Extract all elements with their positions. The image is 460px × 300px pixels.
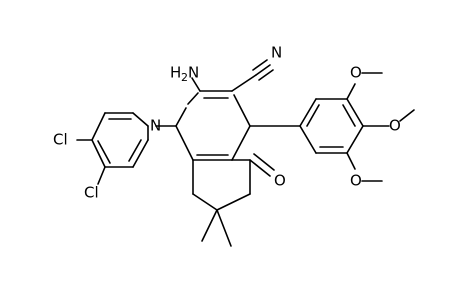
atom-label-layer: N H 2 N N Cl Cl O O O O (53, 44, 401, 202)
bond (187, 92, 199, 105)
bond (253, 153, 275, 171)
atom-label-methoxy-o-top: O (350, 64, 362, 82)
atom-label-methoxy-o-bottom: O (350, 172, 362, 190)
bond (201, 209, 218, 242)
bond (346, 152, 356, 170)
bond (192, 193, 218, 211)
bond (258, 69, 274, 81)
atom-label-amine-n: N (188, 64, 199, 82)
atom-label-ring-n: N (150, 117, 161, 135)
atom-label-methoxy-o-middle: O (389, 117, 401, 135)
bond (299, 125, 317, 154)
atom-label-chlorine-para: Cl (53, 131, 68, 149)
bond (306, 104, 320, 127)
bond (128, 139, 142, 162)
bond (216, 193, 251, 211)
bond (216, 209, 232, 247)
bond (399, 109, 415, 122)
atom-label-carbonyl-o: O (274, 172, 286, 190)
bond (249, 159, 271, 177)
atom-label-nitrile-n: N (271, 44, 282, 62)
bond (191, 77, 201, 92)
bond (231, 125, 251, 161)
bond (346, 98, 364, 127)
bond (175, 125, 194, 161)
bond (346, 125, 364, 154)
bond (231, 74, 257, 92)
bond (252, 59, 268, 71)
bond (346, 83, 356, 100)
atom-label-amine-subscript: 2 (181, 71, 188, 84)
bond (97, 166, 106, 185)
bond (91, 112, 106, 141)
bond (255, 64, 271, 76)
bond (97, 140, 111, 164)
atom-label-chlorine-meta: Cl (84, 184, 99, 202)
bond (91, 139, 106, 168)
atom-label-amine-h: H (170, 64, 181, 82)
bond (342, 104, 356, 127)
bond (299, 98, 317, 127)
bond (233, 94, 251, 127)
bond (132, 139, 149, 168)
bond-layer (76, 59, 415, 247)
bond (175, 107, 187, 127)
bond (132, 112, 149, 127)
